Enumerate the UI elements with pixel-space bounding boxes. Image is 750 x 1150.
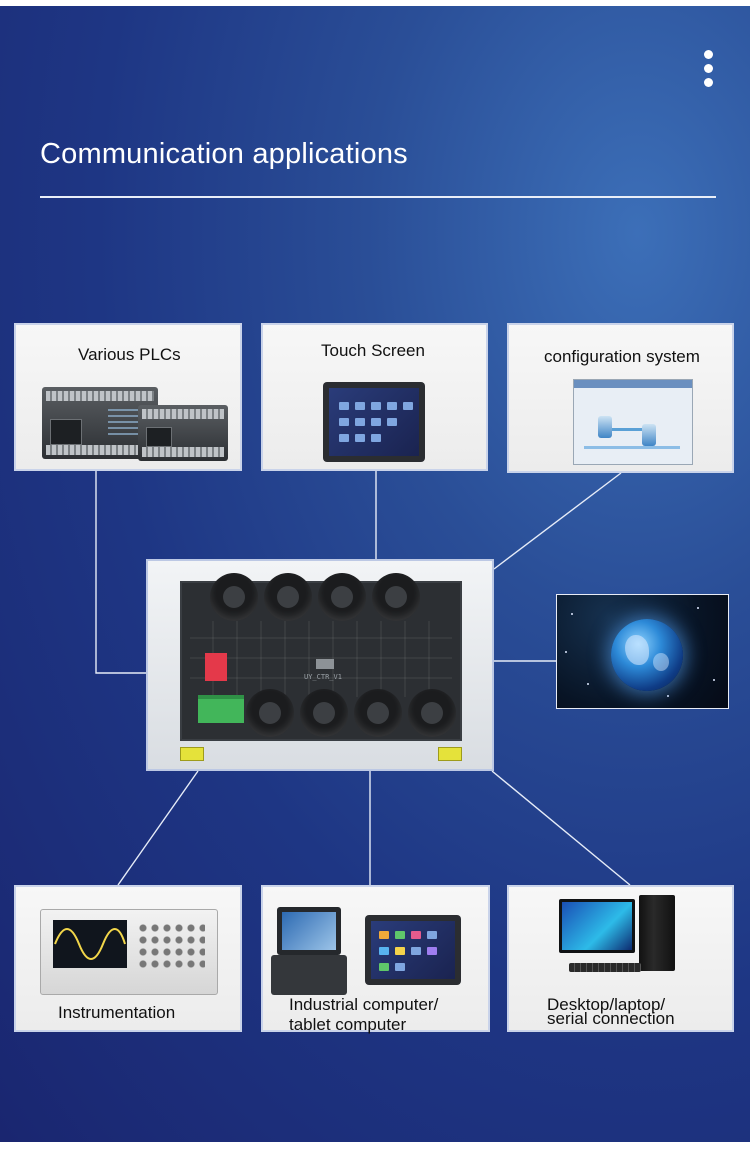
card-label-line2: tablet computer <box>289 1015 407 1034</box>
card-configuration-system: configuration system <box>507 323 734 473</box>
card-label: Various PLCs <box>78 345 181 364</box>
mounting-clip <box>438 747 462 761</box>
card-various-plcs: Various PLCs <box>14 323 242 471</box>
card-label: Touch Screen <box>321 341 425 360</box>
connection-lines <box>95 470 631 886</box>
line-desktop <box>491 770 631 886</box>
line-instrument <box>117 770 199 886</box>
desktop-monitor-image <box>559 899 635 953</box>
rugged-laptop-image <box>277 907 341 955</box>
keyboard-image <box>569 963 641 972</box>
card-label: configuration system <box>544 347 700 366</box>
plc-image-2 <box>138 405 228 461</box>
waveform-icon <box>54 928 126 960</box>
tablet-image <box>365 915 461 985</box>
application-diagram: Communication applications Various PLCs … <box>0 6 750 1142</box>
terminal-block <box>198 695 244 723</box>
oscilloscope-image <box>40 909 218 995</box>
title-divider <box>40 196 716 198</box>
pc-tower-image <box>639 895 675 971</box>
card-industrial-computer: Industrial computer/ tablet computer <box>261 885 490 1034</box>
card-label-line2: serial connection <box>547 1009 675 1028</box>
card-desktop-laptop: Desktop/laptop/ serial connection <box>507 885 734 1032</box>
internet-globe-image <box>556 594 729 709</box>
globe-icon <box>611 619 683 691</box>
dip-switch <box>205 653 227 681</box>
scada-screen-image <box>573 379 693 465</box>
line-plc <box>95 470 146 674</box>
brand-logo-icon <box>316 659 334 669</box>
card-touch-screen: Touch Screen <box>261 323 488 471</box>
vertical-dots-icon <box>704 50 713 59</box>
current-transformer-module: UY_CTR_V1 <box>146 559 494 771</box>
touch-screen-image <box>323 382 425 462</box>
device-model-label: UY_CTR_V1 <box>304 673 342 681</box>
card-label: Instrumentation <box>58 1003 176 1022</box>
page-title: Communication applications <box>40 138 408 170</box>
device-board: UY_CTR_V1 <box>180 573 462 741</box>
card-label-line1: Industrial computer/ <box>289 995 439 1014</box>
card-label-line1: Desktop/laptop/ <box>547 995 666 1014</box>
line-config <box>493 472 622 570</box>
card-instrumentation: Instrumentation <box>14 885 242 1032</box>
mounting-clip <box>180 747 204 761</box>
more-options-button[interactable] <box>700 48 716 90</box>
